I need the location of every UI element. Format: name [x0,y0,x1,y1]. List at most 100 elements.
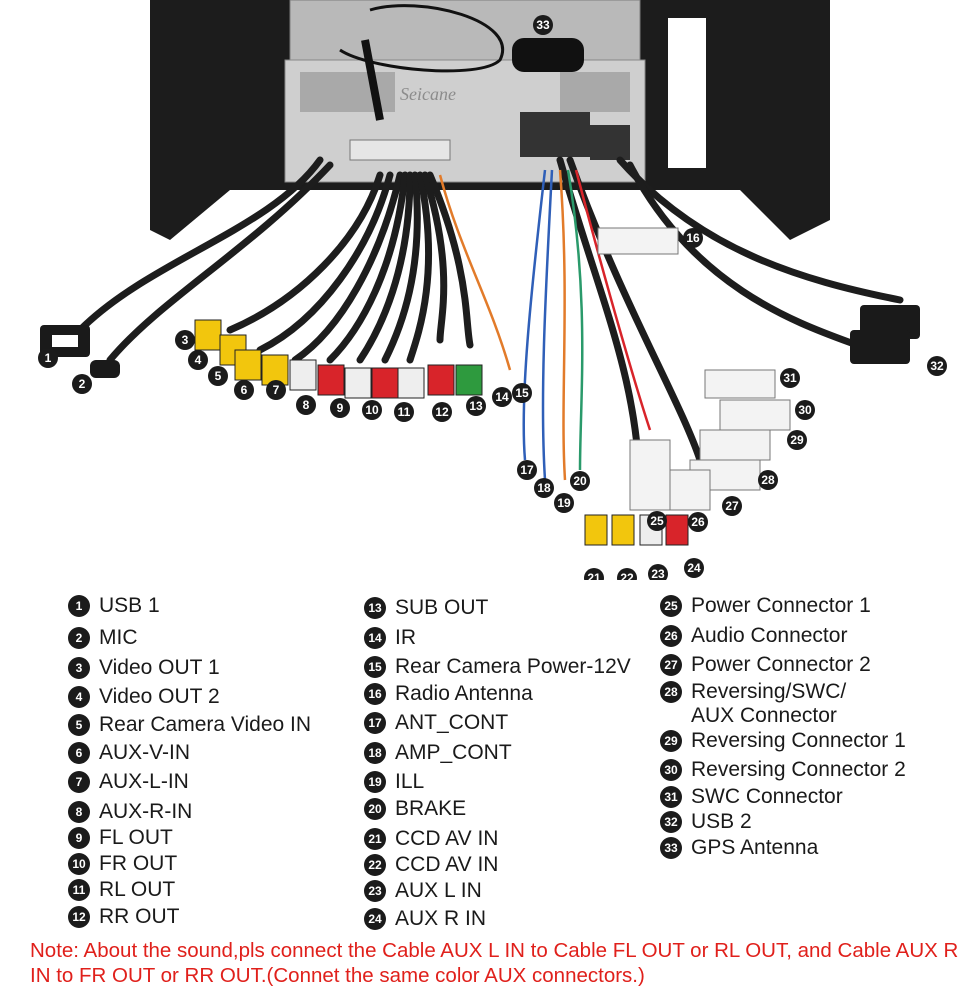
legend-label-line2: AUX Connector [691,704,837,727]
callout-19: 19 [554,493,574,513]
callout-number: 17 [520,463,534,477]
legend-label: Reversing Connector 1 [691,729,906,752]
legend-label: ANT_CONT [395,711,509,734]
callout-13: 13 [466,396,486,416]
callout-number: 7 [273,383,280,397]
legend-label: AUX L IN [395,879,482,902]
callout-number: 16 [686,231,700,245]
callout-7: 7 [266,380,286,400]
legend-item-26: 26 Audio Connector [660,624,847,648]
legend-number-badge: 16 [364,683,386,705]
callout-number: 4 [195,353,202,367]
legend-number-badge: 14 [364,627,386,649]
callout-12: 12 [432,402,452,422]
callout-30: 30 [795,400,815,420]
legend-number-badge: 11 [68,879,90,901]
callout-28: 28 [758,470,778,490]
callout-number: 18 [537,481,551,495]
legend-label: ILL [395,770,425,793]
callout-1: 1 [38,348,58,368]
wiring-diagram: Seicane [38,0,947,580]
callout-number: 3 [182,333,189,347]
legend-number-badge: 22 [364,854,386,876]
legend-item-17: 17 ANT_CONT [364,711,508,735]
callout-number: 8 [303,398,310,412]
legend-number-badge: 32 [660,811,682,833]
callout-32: 32 [927,356,947,376]
rca-connectors [194,319,483,399]
legend-number-badge: 33 [660,837,682,859]
callout-number: 11 [398,405,411,419]
legend-item-23: 23 AUX L IN [364,879,482,903]
legend-label: Reversing Connector 2 [691,758,906,781]
callout-26: 26 [688,512,708,532]
legend-number-badge: 3 [68,657,90,679]
callout-number: 12 [435,405,449,419]
legend-label: BRAKE [395,797,467,820]
watermark-text: Seicane [400,84,456,104]
callout-number: 6 [241,383,248,397]
callout-2: 2 [72,374,92,394]
legend-label: Rear Camera Power-12V [395,655,631,678]
callout-number: 26 [691,515,705,529]
callout-25: 25 [647,511,667,531]
legend-number-badge: 18 [364,742,386,764]
legend-number-badge: 19 [364,771,386,793]
legend-label: AUX R IN [395,907,487,930]
mic-connector [90,360,120,378]
legend-number-badge: 30 [660,759,682,781]
legend-number-badge: 7 [68,771,90,793]
legend-label: Reversing/SWC/ [691,680,847,703]
callout-16: 16 [683,228,703,248]
callout-22: 22 [617,568,637,580]
callout-8: 8 [296,395,316,415]
legend-number-badge: 12 [68,906,90,928]
callout-number: 10 [365,403,379,417]
legend-number-badge: 6 [68,742,90,764]
harness-connectors [597,227,791,511]
callout-number: 2 [79,377,86,391]
legend-label: AMP_CONT [395,741,512,764]
callout-number: 9 [337,401,344,415]
callout-number: 32 [930,359,944,373]
callout-number: 15 [515,386,529,400]
gps-antenna [339,4,584,121]
legend-label: Audio Connector [691,624,848,647]
legend-number-badge: 17 [364,712,386,734]
legend-number-badge: 24 [364,908,386,930]
callout-18: 18 [534,478,554,498]
callout-number: 13 [469,399,483,413]
legend-number-badge: 26 [660,625,682,647]
callout-31: 31 [780,368,800,388]
callout-20: 20 [570,471,590,491]
callout-number: 1 [45,351,52,365]
ccd-aux-rca [584,514,689,546]
callout-number: 29 [790,433,804,447]
legend-number-badge: 4 [68,686,90,708]
legend-item-19: 19 ILL [364,770,424,794]
legend-number-badge: 20 [364,798,386,820]
legend-number-badge: 9 [68,827,90,849]
legend-number-badge: 23 [364,880,386,902]
callout-11: 11 [394,402,414,422]
legend-label: RL OUT [99,878,176,901]
legend-label: GPS Antenna [691,836,819,859]
callout-14: 14 [492,387,512,407]
